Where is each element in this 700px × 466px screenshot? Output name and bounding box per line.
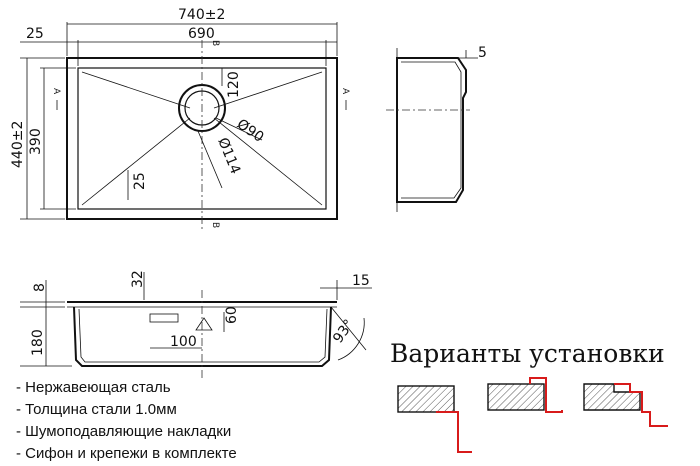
drain-distance-label: 100 [170, 334, 197, 350]
bowl-profile [73, 306, 332, 367]
section-mark-top: B [210, 40, 220, 46]
drain-height-label: 60 [224, 306, 240, 324]
inner-depth-label: 390 [28, 128, 44, 155]
feature-list: - Нержавеющая сталь - Толщина стали 1.0м… [16, 379, 237, 462]
install-variant-undermount [583, 383, 668, 427]
axis-mark-left: A [51, 88, 61, 95]
feature-item: - Толщина стали 1.0мм [16, 401, 177, 418]
rim-width-label: 25 [26, 26, 44, 42]
front-section-view: 8 180 32 60 100 15 93° [20, 270, 372, 380]
side-view: 5 [386, 45, 487, 212]
axis-mark-right: A [340, 88, 350, 95]
side-lip-label: 5 [478, 45, 487, 61]
side-profile [396, 57, 467, 203]
section-mark-bottom: B [210, 222, 220, 228]
feature-item: - Сифон и крепежи в комплекте [16, 445, 237, 462]
installation-title: Варианты установки [390, 339, 665, 368]
wall-angle-label: 93° [330, 317, 357, 347]
drain-offset-label: 120 [226, 71, 242, 98]
overall-width-label: 740±2 [178, 7, 225, 23]
feature-item: - Шумоподавляющие накладки [16, 423, 231, 440]
install-variant-overmount [397, 385, 472, 453]
drain-outlet [149, 313, 179, 323]
top-view: 740±2 690 25 440±2 390 B B A A 120 Ø90 Ø… [10, 7, 350, 232]
drain-hole-label: Ø90 [234, 116, 267, 146]
rim-thickness-label: 8 [32, 283, 48, 292]
inner-width-label: 690 [188, 26, 215, 42]
side-flange-label: 15 [352, 273, 370, 289]
top-offset-label: 32 [130, 270, 146, 288]
feature-item: - Нержавеющая сталь [16, 379, 171, 396]
drain-flange-label: Ø114 [214, 136, 243, 177]
bowl-height-label: 180 [30, 329, 46, 356]
install-variant-flush [487, 377, 563, 413]
overall-depth-label: 440±2 [10, 121, 26, 168]
corner-radius-label: 25 [132, 172, 148, 190]
